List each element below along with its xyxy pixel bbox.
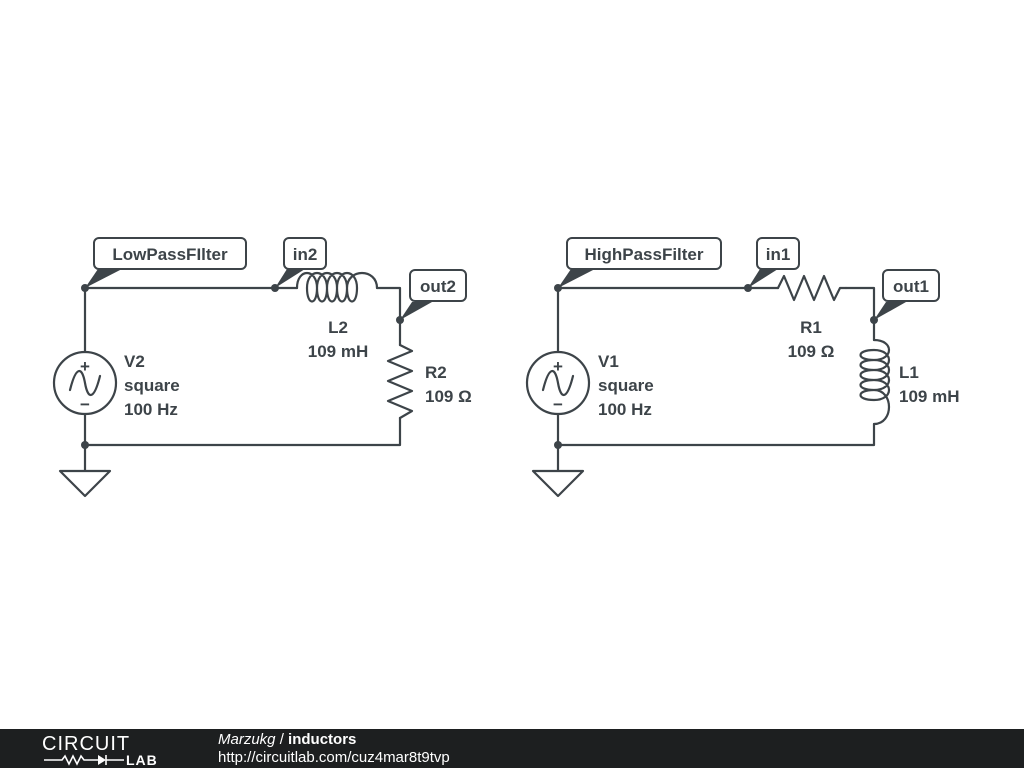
v1-plus-sign: +: [553, 357, 563, 376]
tag-lowpassfilter-label: LowPassFIlter: [112, 245, 228, 264]
footer-bar: CIRCUIT LAB Marzukg / inductors http://c…: [0, 729, 1024, 768]
footer-author[interactable]: Marzukg: [218, 731, 276, 748]
r2-value: 109 Ω: [425, 387, 472, 406]
l1-name: L1: [899, 363, 919, 382]
inductor-l2-symbol: [295, 271, 379, 303]
hp-ground-icon: [531, 469, 585, 498]
hp-bottom-wire: [556, 422, 876, 447]
resistor-r1-symbol: [776, 274, 848, 302]
lp-top-wire-right: [375, 286, 402, 347]
logo-bottom-text: LAB: [126, 752, 158, 766]
tag-out2[interactable]: out2: [400, 269, 467, 320]
footer-separator: /: [275, 731, 289, 748]
tag-out2-label: out2: [420, 277, 456, 296]
logo-top-text: CIRCUIT: [42, 733, 130, 755]
tag-highpassfilter[interactable]: HighPassFilter: [558, 237, 722, 288]
v2-freq: 100 Hz: [124, 400, 178, 419]
tag-in1[interactable]: in1: [748, 237, 800, 288]
high-pass-circuit: + − HighPassFilter in1 out1 R1 1: [525, 237, 959, 498]
v1-type: square: [598, 376, 654, 395]
v2-minus-sign: −: [80, 395, 90, 414]
v2-name: V2: [124, 352, 145, 371]
l1-value: 109 mH: [899, 387, 959, 406]
tag-highpassfilter-label: HighPassFilter: [584, 245, 703, 264]
r1-value: 109 Ω: [788, 342, 835, 361]
v2-type: square: [124, 376, 180, 395]
tag-out1-label: out1: [893, 277, 929, 296]
v1-minus-sign: −: [553, 395, 563, 414]
r2-name: R2: [425, 363, 447, 382]
resistor-r2-symbol: [386, 343, 414, 420]
tag-out1[interactable]: out1: [874, 269, 940, 320]
v2-plus-sign: +: [80, 357, 90, 376]
v1-freq: 100 Hz: [598, 400, 652, 419]
inductor-l1-symbol: [859, 338, 891, 426]
footer-title[interactable]: inductors: [288, 731, 357, 748]
voltage-source-v1: + −: [525, 350, 591, 416]
circuitlab-logo[interactable]: CIRCUIT LAB: [40, 732, 180, 766]
schematic-canvas: + − LowPassFIlter in2 out2 L2 10: [52, 237, 959, 498]
hp-ground-node-dot: [554, 441, 562, 449]
l2-value: 109 mH: [308, 342, 368, 361]
tag-in1-label: in1: [766, 245, 791, 264]
footer-url[interactable]: http://circuitlab.com/cuz4mar8t9tvp: [218, 749, 450, 766]
voltage-source-v2: + −: [52, 350, 118, 416]
tag-in2[interactable]: in2: [275, 237, 327, 288]
low-pass-circuit: + − LowPassFIlter in2 out2 L2 10: [52, 237, 472, 498]
footer-byline: Marzukg / inductors: [218, 731, 356, 748]
lp-bottom-wire: [83, 416, 402, 447]
logo-diode-icon: [98, 755, 106, 765]
l2-name: L2: [328, 318, 348, 337]
tag-lowpassfilter[interactable]: LowPassFIlter: [85, 237, 247, 288]
r1-name: R1: [800, 318, 822, 337]
hp-top-wire-right: [844, 286, 876, 342]
v1-name: V1: [598, 352, 619, 371]
tag-in2-label: in2: [293, 245, 318, 264]
lp-ground-node-dot: [81, 441, 89, 449]
logo-resistor-icon: [44, 754, 98, 766]
lp-ground-icon: [58, 469, 112, 498]
